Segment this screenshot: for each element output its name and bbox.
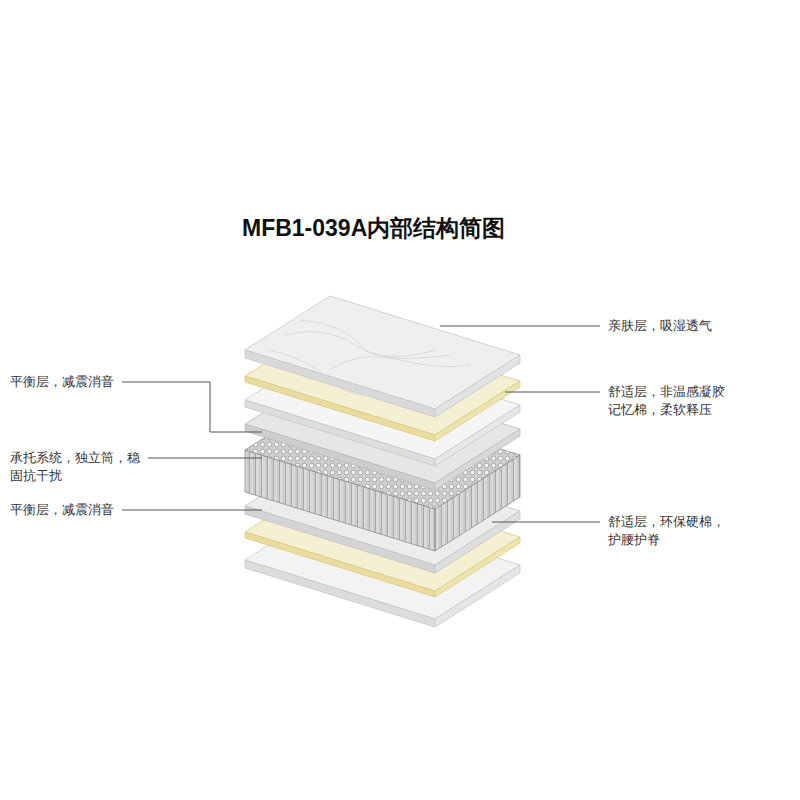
top-layer bbox=[245, 296, 520, 417]
callout-label: 平衡层，减震消音 bbox=[10, 501, 142, 519]
callout-label: 平衡层，减震消音 bbox=[10, 373, 142, 391]
callout-label: 承托系统，独立筒，稳固抗干扰 bbox=[10, 449, 142, 485]
callout-label: 亲肤层，吸湿透气 bbox=[608, 317, 728, 335]
callout-label: 舒适层，非温感凝胶记忆棉，柔软释压 bbox=[608, 383, 728, 419]
leader-line bbox=[122, 326, 600, 522]
diagram-title: MFB1-039A内部结构简图 bbox=[242, 214, 505, 242]
callout-label: 舒适层，环保硬棉，护腰护脊 bbox=[608, 513, 728, 549]
quilting bbox=[270, 320, 470, 396]
